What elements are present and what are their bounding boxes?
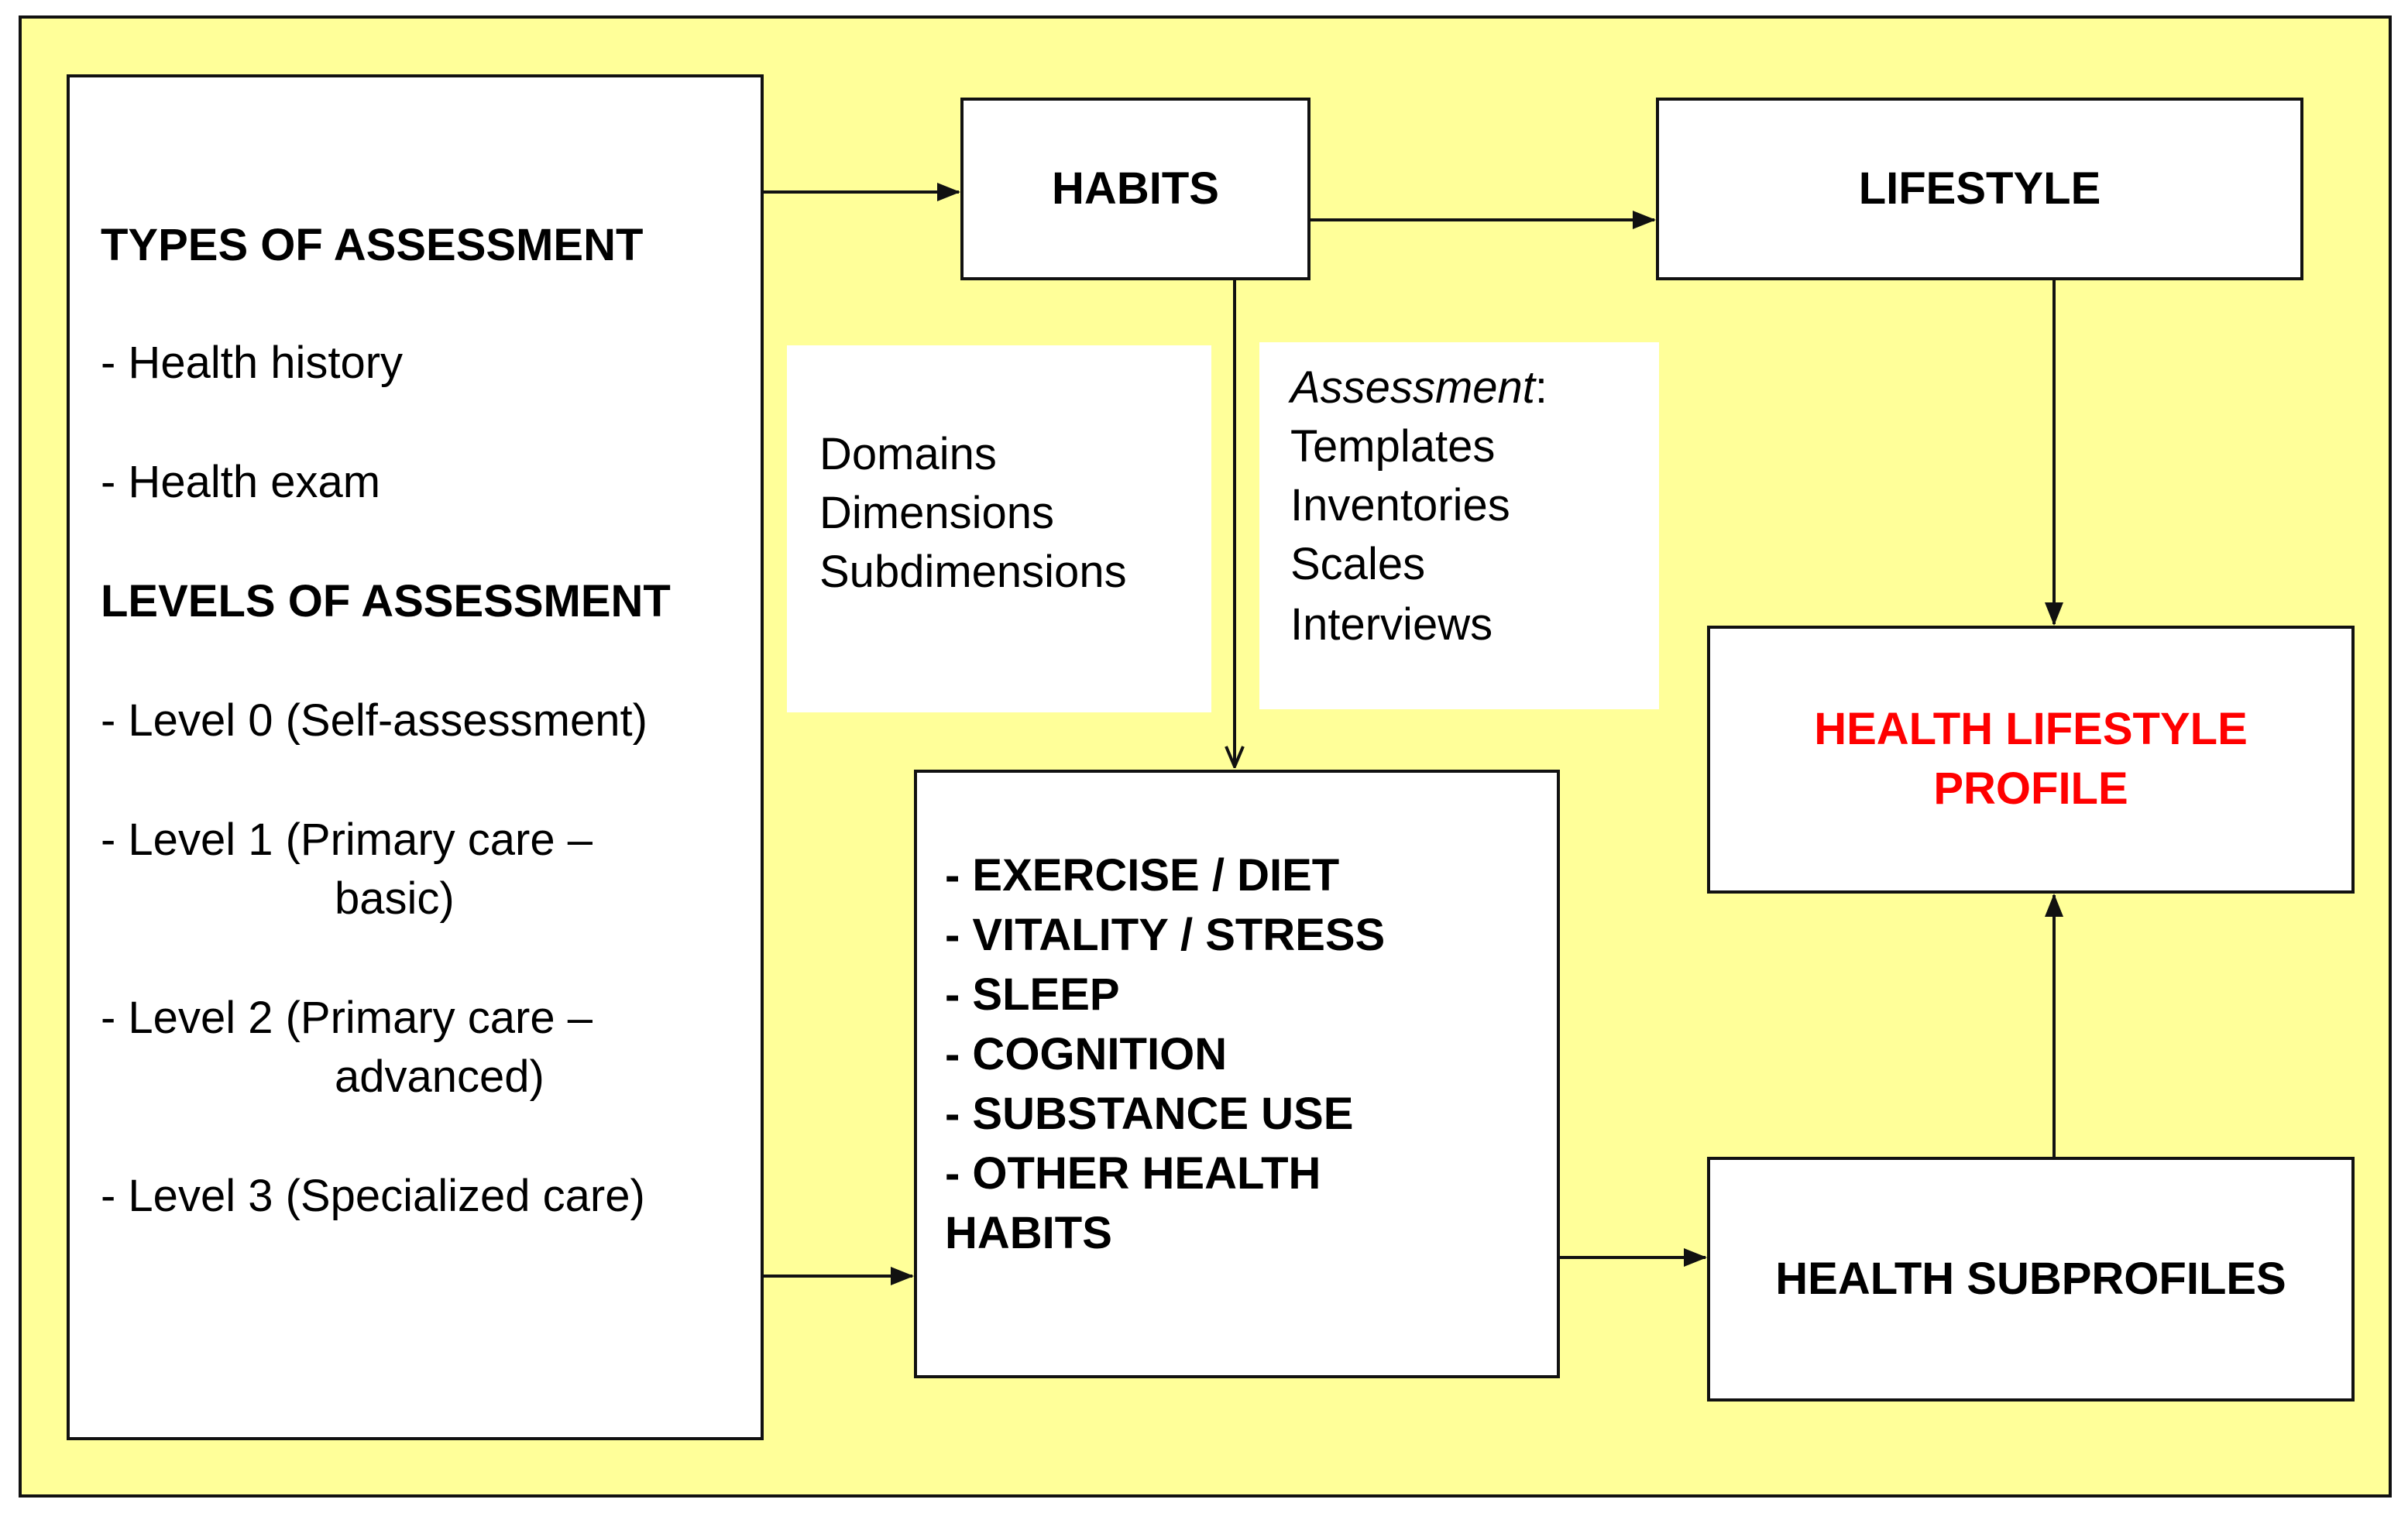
domains-note-line: Dimensions (819, 488, 1054, 538)
domains-note: Domains Dimensions Subdimensions (787, 345, 1211, 712)
habit-list-item: - VITALITY / STRESS (945, 910, 1386, 960)
assessment-note-line: Inventories (1290, 480, 1510, 530)
level-item-2: - Level 2 (Primary care – (101, 993, 593, 1043)
assessment-note-title-text: Assessment (1290, 362, 1535, 413)
subprofiles-label: HEALTH SUBPROFILES (1775, 1253, 2286, 1304)
assessment-note-line: Scales (1290, 539, 1426, 589)
habit-list-item: - OTHER HEALTH (945, 1148, 1321, 1199)
assessment-note-line: Interviews (1290, 599, 1493, 650)
profile-line-1: HEALTH LIFESTYLE (1814, 704, 2248, 755)
habit-list-box: - EXERCISE / DIET - VITALITY / STRESS - … (914, 770, 1560, 1378)
habit-list-item: - SLEEP (945, 969, 1120, 1020)
level-item-3: - Level 3 (Specialized care) (101, 1171, 645, 1221)
habits-box: HABITS (960, 98, 1310, 280)
habit-list-item: - EXERCISE / DIET (945, 850, 1340, 901)
lifestyle-label: LIFESTYLE (1858, 163, 2101, 214)
level-item-1: - Level 1 (Primary care – (101, 815, 593, 865)
level-item-0: - Level 0 (Self-assessment) (101, 695, 648, 746)
assessment-note-line: Templates (1290, 421, 1496, 472)
habit-list-item: - COGNITION (945, 1029, 1228, 1079)
habit-list-item: - SUBSTANCE USE (945, 1089, 1354, 1139)
type-item: - Health history (101, 338, 404, 388)
habits-label: HABITS (1052, 163, 1219, 214)
type-item: - Health exam (101, 457, 381, 507)
lifestyle-box: LIFESTYLE (1656, 98, 2303, 280)
assessment-panel: TYPES OF ASSESSMENT - Health history - H… (67, 74, 764, 1440)
level-item-1-continued: basic) (335, 873, 455, 924)
health-subprofiles-box: HEALTH SUBPROFILES (1707, 1157, 2355, 1401)
assessment-note-title: Assessment: (1290, 365, 1548, 410)
assessment-note-colon: : (1534, 362, 1548, 413)
level-item-2-continued: advanced) (335, 1052, 544, 1102)
types-heading: TYPES OF ASSESSMENT (101, 220, 644, 270)
levels-heading: LEVELS OF ASSESSMENT (101, 576, 671, 626)
profile-line-2: PROFILE (1933, 763, 2128, 814)
domains-note-line: Subdimensions (819, 547, 1127, 597)
health-lifestyle-profile-box: HEALTH LIFESTYLE PROFILE (1707, 626, 2355, 894)
habit-list-item: HABITS (945, 1208, 1112, 1258)
domains-note-line: Domains (819, 429, 997, 479)
assessment-note: Assessment: Templates Inventories Scales… (1259, 342, 1659, 709)
